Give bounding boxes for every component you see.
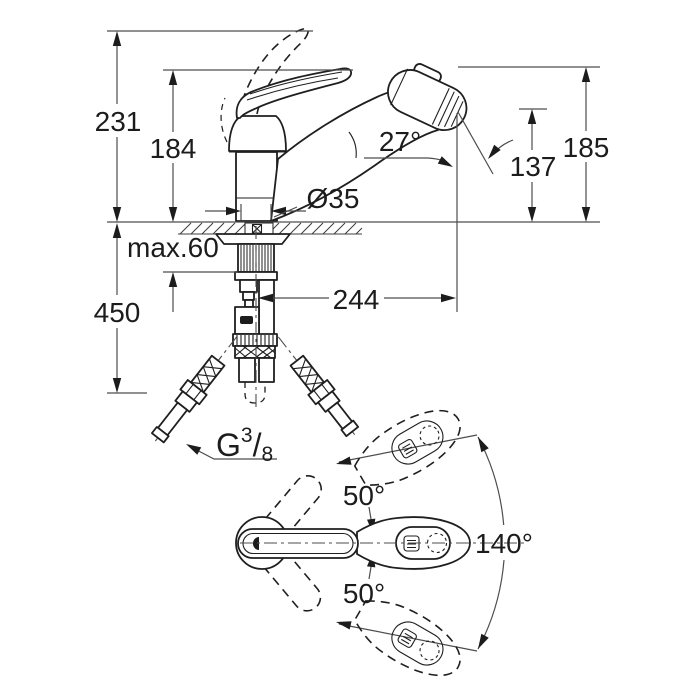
pullout-spray-head (387, 63, 468, 131)
dim-244: 244 (258, 113, 458, 315)
dim-hole-diameter: Ø35 (205, 183, 359, 220)
grid-icon (397, 628, 417, 648)
under-counter-assembly (151, 226, 360, 444)
dim-label-50deg-lower: 50° (343, 578, 385, 609)
spray-button-icon (426, 532, 448, 554)
dim-spray-angle: 27° (364, 111, 494, 175)
faucet-top-view-swivel: 50° 50° 140° (235, 409, 533, 677)
swivel-dimension-lines (335, 434, 505, 652)
cartridge-dome (228, 115, 287, 152)
supply-hose-left (151, 336, 238, 444)
spray-hose-tube (238, 357, 256, 383)
dim-label-27deg: 27° (379, 126, 421, 157)
spray-head-rotated-upper-dashed (353, 409, 461, 486)
spray-hose-dashed-end (244, 382, 266, 404)
dim-label-450: 450 (94, 297, 141, 328)
spray-button-icon (419, 425, 440, 446)
thread-label: G3/8 (216, 424, 273, 466)
dim-label-140deg: 140° (475, 528, 533, 559)
ribbed-collar (232, 333, 278, 347)
grid-icon (398, 438, 418, 459)
dim-185: 185 (563, 67, 610, 222)
hose-fitting-left (239, 279, 258, 293)
spray-button-icon (419, 640, 440, 661)
dim-label-50deg-upper: 50° (343, 480, 385, 511)
dim-max60: max.60 (127, 232, 219, 312)
dim-label-184: 184 (150, 133, 197, 164)
hose-tail-right (258, 279, 275, 338)
spout-index-notch (253, 537, 259, 550)
dim-label-244: 244 (333, 284, 380, 315)
mounting-flange (215, 233, 291, 245)
thread-callout: G3/8 (184, 424, 277, 466)
spray-head-rotated-lower-dashed (353, 600, 461, 677)
dim-184: 184 (150, 70, 197, 222)
spout-rotated-lower-dashed (250, 533, 322, 612)
dim-450: 450 (94, 223, 141, 393)
dim-label-max60: max.60 (127, 232, 219, 263)
dim-label-231: 231 (95, 106, 142, 137)
dim-label-185: 185 (563, 132, 610, 163)
dim-label-o35: Ø35 (307, 183, 360, 214)
spout-rotated-upper-dashed (251, 475, 322, 554)
counter-deck (107, 221, 600, 235)
faucet-side-view (220, 28, 468, 222)
dim-label-137: 137 (510, 151, 557, 182)
dimension-lines: 231 184 185 137 (94, 30, 610, 466)
dim-231: 231 (95, 31, 142, 222)
dim-137: 137 (484, 109, 557, 222)
shank-threads (240, 245, 272, 271)
supply-hose-right (277, 336, 360, 438)
